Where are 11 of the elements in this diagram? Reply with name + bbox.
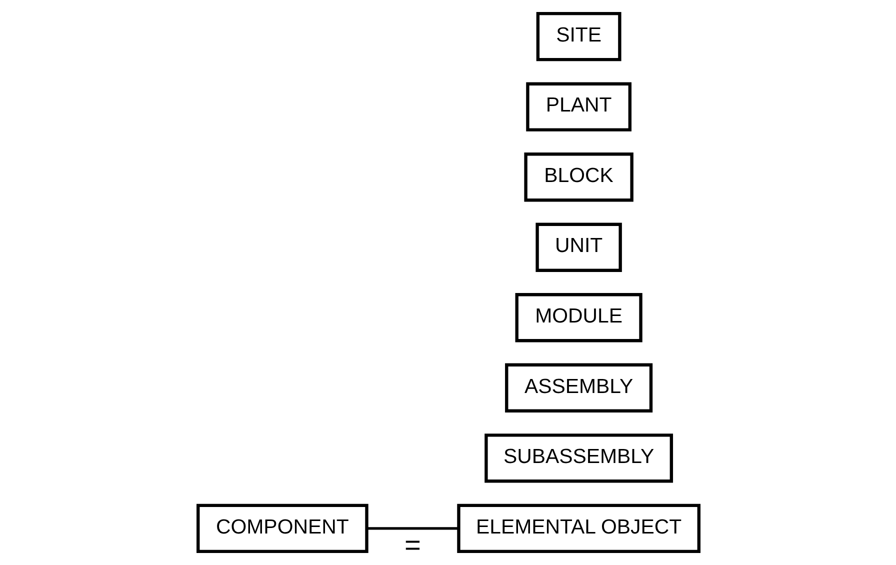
node-box: ASSEMBLY: [504, 363, 652, 412]
node-box: COMPONENT: [196, 504, 368, 554]
node-box: PLANT: [526, 82, 631, 132]
node-box: UNIT: [535, 222, 622, 272]
node-box: ELEMENTAL OBJECT: [456, 504, 700, 554]
connector: [366, 527, 458, 530]
node-box: MODULE: [514, 293, 642, 342]
node-box: SUBASSEMBLY: [484, 434, 673, 483]
node-box: BLOCK: [524, 152, 633, 202]
node-box: SITE: [536, 12, 621, 62]
edge-label: =: [404, 530, 420, 561]
